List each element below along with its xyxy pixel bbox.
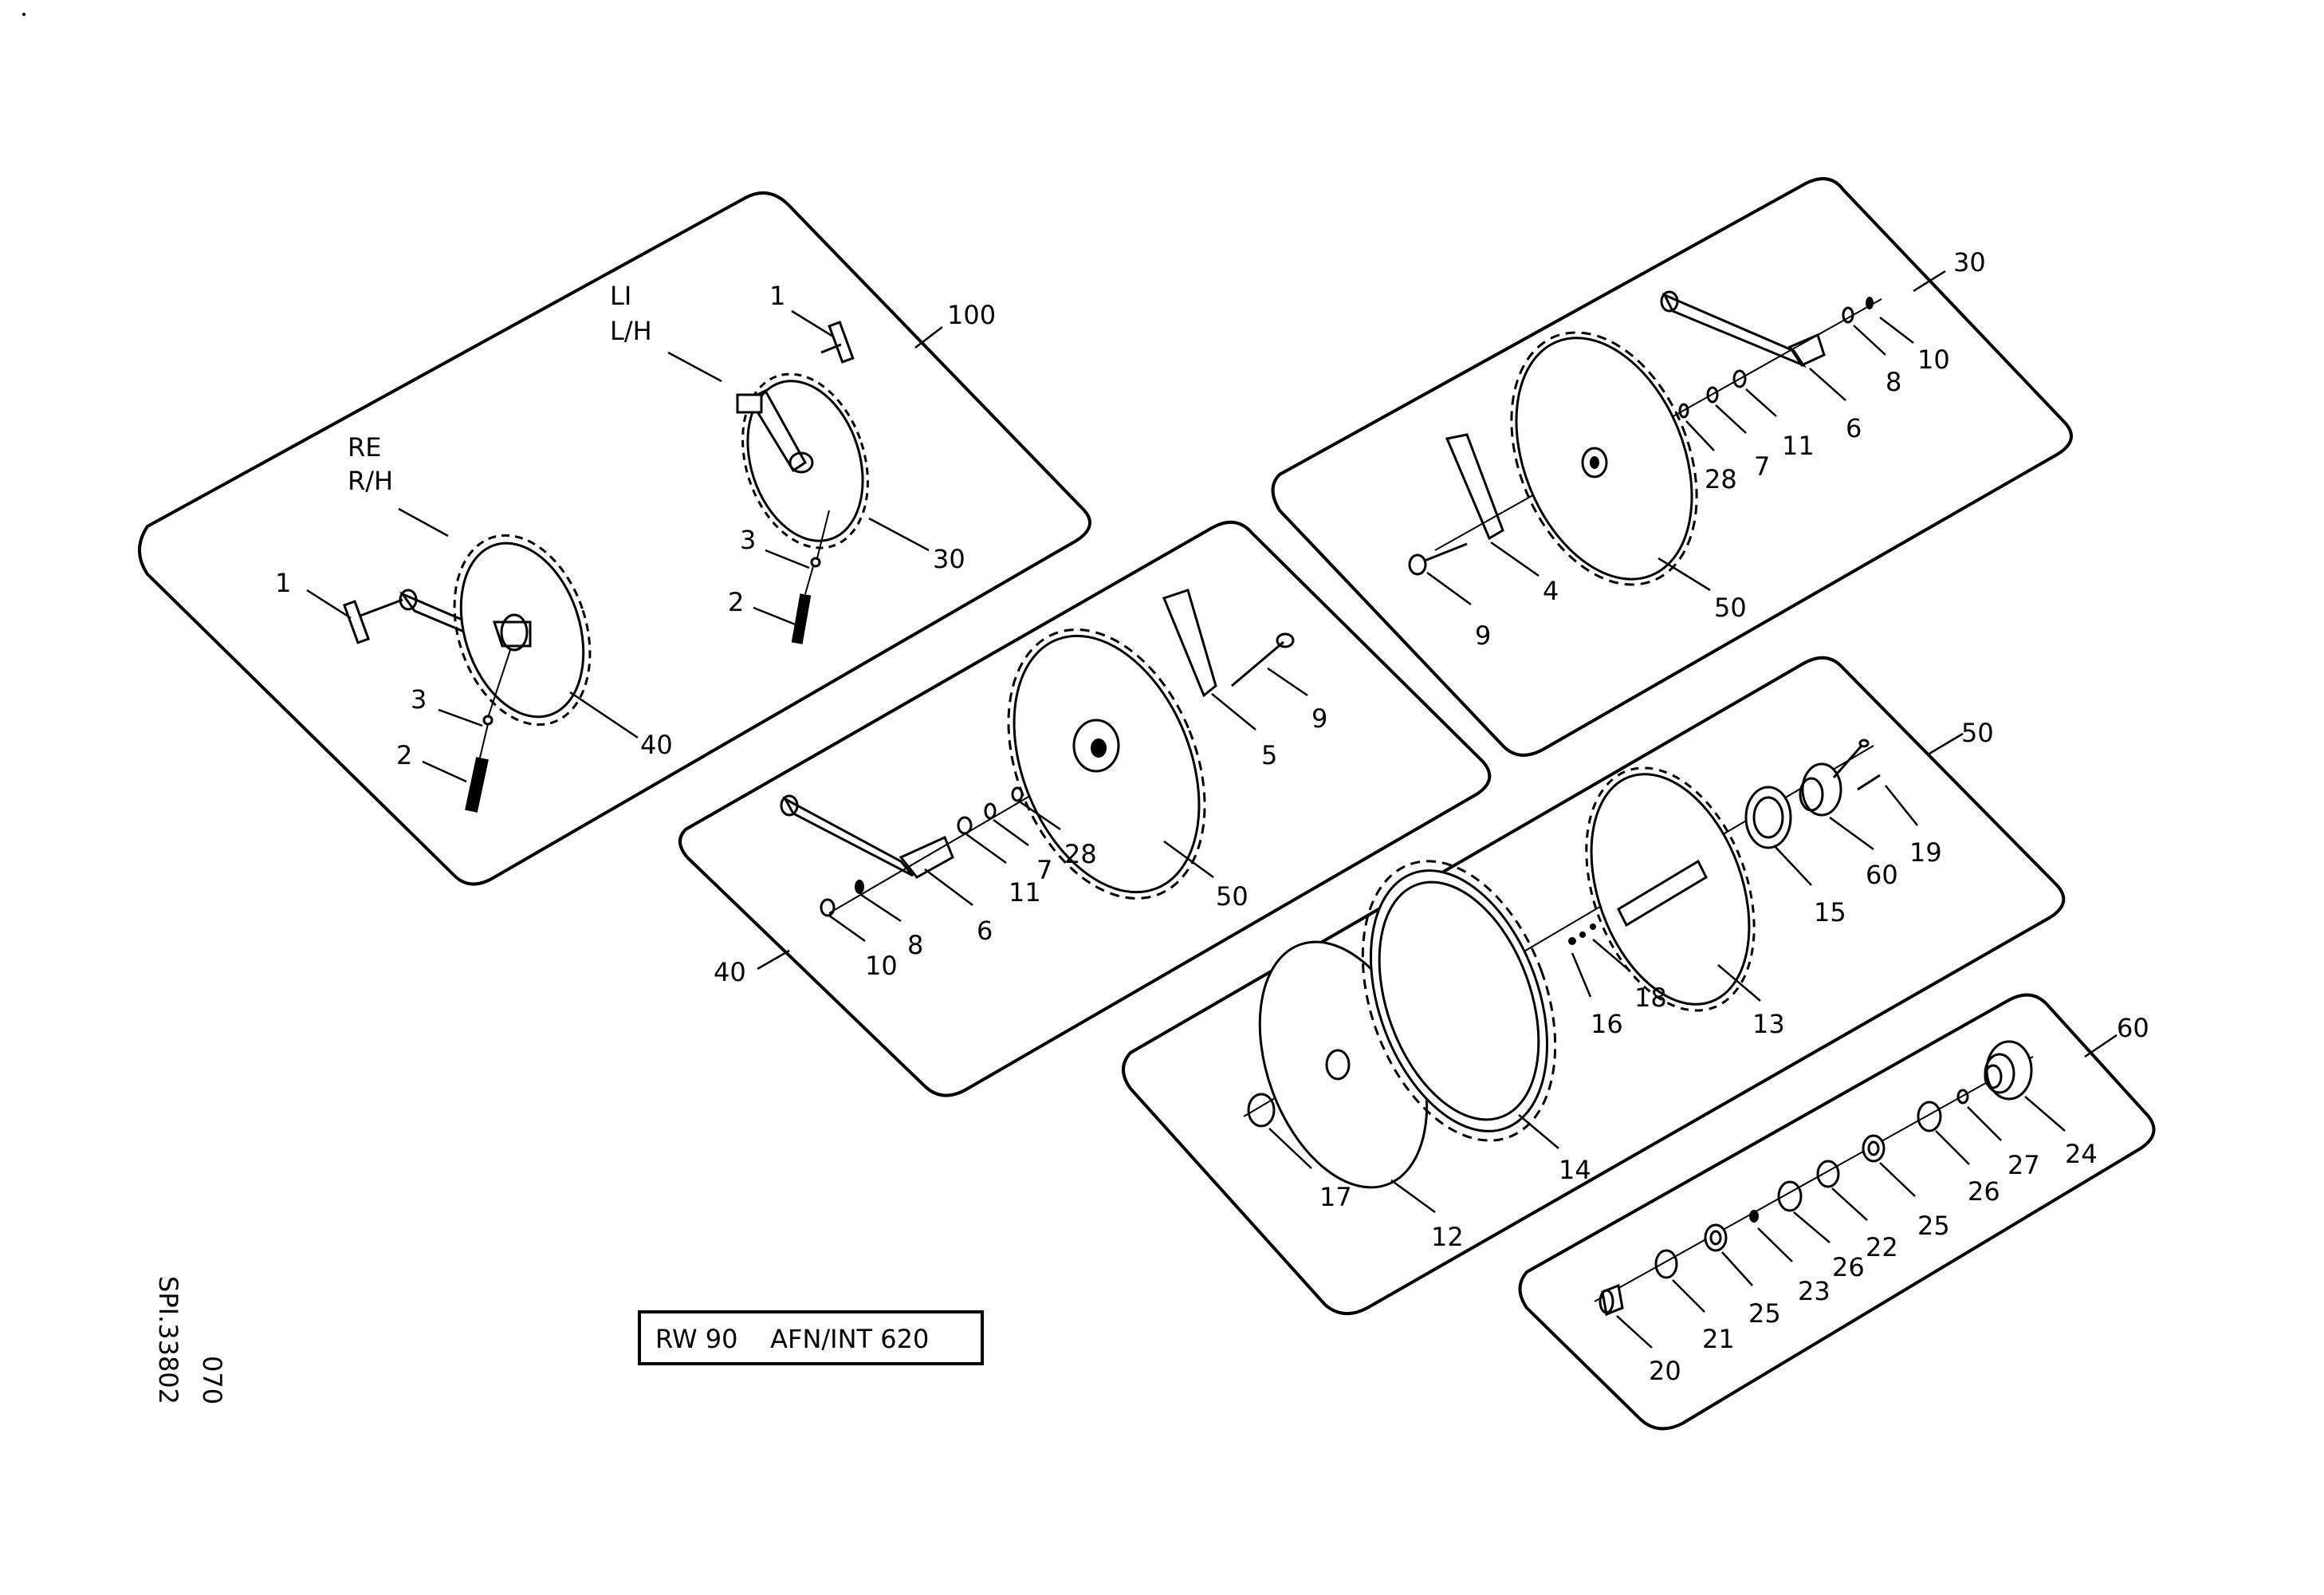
label-11-p40: 11 (1009, 877, 1041, 908)
label-6-p40: 6 (977, 916, 993, 946)
label-3-rh: 3 (411, 684, 427, 715)
label-22: 22 (1866, 1232, 1898, 1262)
label-100: 100 (947, 300, 996, 330)
label-30-title: 30 (1953, 247, 1986, 278)
corner-dot (22, 13, 26, 16)
label-60-title: 60 (2117, 1013, 2149, 1043)
label-14: 14 (1559, 1155, 1591, 1185)
label-2-rh: 2 (396, 740, 412, 770)
label-26-b: 26 (1832, 1252, 1865, 1282)
label-16: 16 (1591, 1009, 1623, 1039)
label-23: 23 (1798, 1276, 1830, 1306)
label-21: 21 (1702, 1324, 1735, 1354)
label-3-lh: 3 (740, 525, 756, 555)
label-17: 17 (1319, 1182, 1352, 1212)
panel-50-parts (1243, 738, 1881, 1189)
label-25-b: 25 (1748, 1298, 1781, 1329)
label-10-p30: 10 (1917, 345, 1950, 375)
label-li: LI (610, 281, 631, 311)
label-25-a: 25 (1917, 1211, 1950, 1241)
label-8-p40: 8 (907, 930, 923, 960)
label-2-lh: 2 (728, 587, 744, 617)
label-26-a: 26 (1968, 1176, 2000, 1207)
label-24: 24 (2065, 1139, 2098, 1169)
label-40: 40 (714, 957, 746, 987)
panel-30-parts (1408, 290, 1882, 586)
label-5: 5 (1261, 740, 1277, 770)
panel-100: 100 RE R/H 1 3 2 4 (138, 191, 1092, 886)
panel-60: 60 24 27 26 25 22 26 (1518, 993, 2156, 1431)
label-50-p40: 50 (1216, 881, 1249, 912)
title-box-text: RW 90 AFN/INT 620 (655, 1324, 929, 1354)
label-13: 13 (1752, 1009, 1785, 1039)
label-30-lh: 30 (933, 544, 965, 574)
label-20: 20 (1649, 1356, 1681, 1386)
label-1-lh: 1 (769, 281, 785, 311)
label-7-p40: 7 (1036, 855, 1052, 885)
side-code-2: 070 (197, 1356, 227, 1404)
label-27: 27 (2007, 1150, 2040, 1180)
label-lh: L/H (610, 316, 652, 346)
rh-wheel-assembly (342, 534, 592, 813)
label-15: 15 (1814, 897, 1846, 927)
panel-50: 50 (1122, 656, 2066, 1315)
lh-wheel-assembly (736, 321, 869, 644)
label-50-p30: 50 (1714, 593, 1747, 623)
label-7-p30: 7 (1754, 451, 1770, 482)
label-11-p30: 11 (1782, 431, 1815, 461)
label-50-title: 50 (1961, 718, 1994, 748)
panel-30: 30 10 8 6 11 (1271, 177, 2073, 757)
label-18: 18 (1634, 983, 1667, 1013)
label-28-p30: 28 (1705, 464, 1737, 494)
panel-40: 40 5 9 5 (678, 520, 1492, 1097)
label-19: 19 (1909, 837, 1942, 868)
label-10-p40: 10 (865, 951, 898, 981)
label-1-rh: 1 (275, 568, 291, 598)
side-code-1: SPI.33802 (153, 1276, 183, 1404)
label-60-p50: 60 (1866, 860, 1898, 890)
label-40-rh: 40 (640, 730, 673, 760)
panel-40-parts (780, 589, 1295, 917)
title-box: RW 90 AFN/INT 620 (638, 1310, 984, 1365)
label-6-p30: 6 (1846, 413, 1862, 443)
label-28-p40: 28 (1064, 839, 1097, 869)
label-rh: R/H (348, 466, 393, 496)
label-4-p30: 4 (1543, 576, 1559, 606)
label-9-p40: 9 (1311, 703, 1327, 734)
label-12: 12 (1431, 1222, 1464, 1252)
panel-60-parts (1594, 1040, 2034, 1317)
label-9-p30: 9 (1475, 620, 1491, 651)
label-8-p30: 8 (1886, 367, 1901, 397)
label-re: RE (348, 432, 381, 463)
